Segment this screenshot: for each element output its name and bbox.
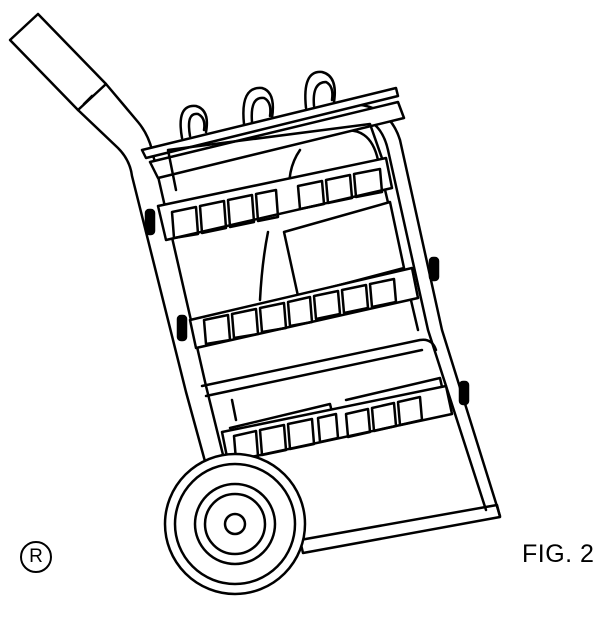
middle-band (188, 266, 420, 350)
figure-label: FIG. 2 (522, 540, 595, 568)
base-plate (298, 503, 502, 555)
upper-box (166, 122, 406, 302)
top-rack (140, 70, 406, 180)
upper-band (156, 156, 394, 242)
lower-box (200, 338, 446, 430)
handle-grip (8, 12, 108, 112)
side-clips (144, 208, 470, 406)
registered-trademark-icon: R (20, 541, 52, 573)
wheel (163, 452, 307, 596)
lower-band (220, 384, 454, 464)
